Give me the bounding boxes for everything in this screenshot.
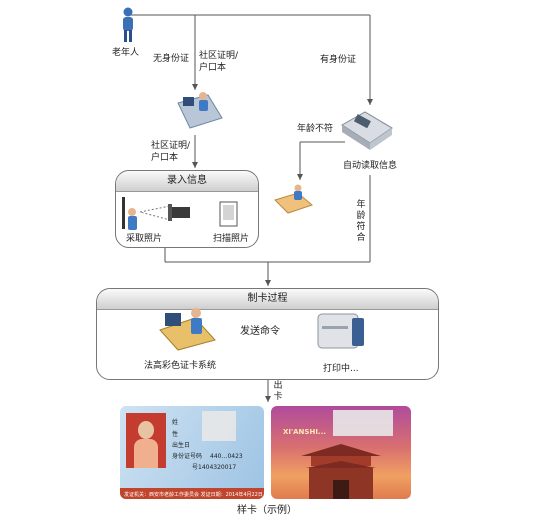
card-birth-row: 出生日	[172, 442, 191, 449]
card-portrait	[126, 413, 166, 468]
card-id-value: 440…0423	[210, 453, 243, 460]
age-match-label: 年龄符合	[356, 200, 366, 243]
card-name-row: 姓	[172, 419, 179, 426]
out-card-label: 出卡	[273, 381, 283, 402]
entry-section-title: 录入信息	[116, 171, 258, 192]
sample-card-back: XI'ANSHI...	[271, 406, 411, 499]
card-footer-text: 发证机关：西安市老龄工作委员会 发证日期：2014年4月22日	[124, 492, 263, 498]
card-sex-row: 性	[172, 431, 179, 438]
printing-label: 打印中...	[323, 364, 359, 374]
card-system-label: 法高彩色证卡系统	[144, 361, 217, 371]
take-photo-label: 采取照片	[126, 234, 163, 244]
make-section: 制卡过程	[96, 288, 439, 380]
elder-label: 老年人	[112, 48, 140, 58]
card-number: 号1404320017	[192, 464, 237, 471]
community-top-label: 社区证明/户口本	[199, 51, 239, 73]
make-section-title: 制卡过程	[97, 289, 438, 310]
has-id-label: 有身份证	[320, 55, 357, 65]
sample-card-front: 姓 性 出生日 身份证号码 440…0423 号1404320017 发证机关：…	[120, 406, 264, 499]
card-back-blur	[333, 410, 393, 436]
send-command-label: 发送命令	[240, 326, 280, 337]
age-not-match-label: 年龄不符	[297, 124, 334, 134]
card-id-label: 身份证号码	[172, 453, 203, 460]
sample-card-caption: 样卡（示例）	[237, 505, 297, 516]
scan-photo-label: 扫描照片	[213, 234, 250, 244]
card-back-title: XI'ANSHI...	[283, 428, 326, 436]
card-footer-band: 发证机关：西安市老龄工作委员会 发证日期：2014年4月22日	[120, 488, 264, 499]
bell-tower-icon	[301, 444, 381, 499]
auto-read-label: 自动读取信息	[343, 161, 398, 171]
card-privacy-blur	[202, 411, 236, 441]
no-id-label: 无身份证	[153, 54, 190, 64]
community-left-label: 社区证明/户口本	[151, 141, 191, 163]
